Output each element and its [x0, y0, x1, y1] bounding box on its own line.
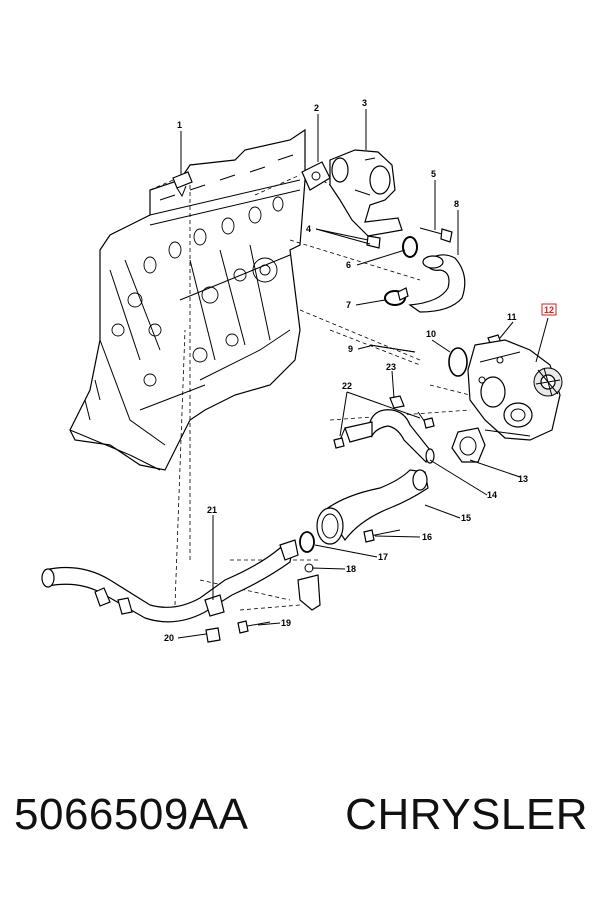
part-6-o-ring: [402, 236, 418, 258]
callout-8: 8: [454, 199, 459, 209]
callout-4: 4: [306, 224, 311, 234]
callout-5: 5: [431, 169, 436, 179]
part-5-bolt: [419, 227, 453, 243]
part-number: 5066509AA: [14, 790, 249, 839]
part-21-coolant-tube: [41, 539, 299, 623]
engine-block: [69, 128, 306, 471]
part-20-clip: [205, 627, 221, 643]
callout-7: 7: [346, 300, 351, 310]
part-2-gasket: [301, 161, 331, 191]
part-19-bolt: [237, 620, 271, 634]
callout-13: 13: [518, 474, 528, 484]
part-17-o-ring: [299, 531, 315, 553]
callout-11: 11: [507, 312, 517, 322]
callout-18: 18: [346, 564, 356, 574]
part-16-bolt: [363, 529, 401, 543]
part-23-nut: [389, 395, 405, 409]
callout-17: 17: [378, 552, 388, 562]
part-7-hose-clamp: [384, 287, 409, 306]
part-1-plug: [172, 171, 193, 198]
footer: 5066509AA CHRYSLER: [0, 790, 600, 870]
callout-19: 19: [281, 618, 291, 628]
part-15-lower-hose: [316, 469, 429, 545]
part-4-bolts: [329, 231, 381, 249]
callout-9: 9: [348, 344, 353, 354]
brand-name: CHRYSLER: [345, 790, 588, 839]
callout-12: 12: [544, 305, 554, 315]
callout-6: 6: [346, 260, 351, 270]
part-8-hose: [408, 254, 466, 313]
part-14-bypass-pipe: [344, 409, 435, 464]
part-18-bracket: [297, 563, 321, 611]
callout-23: 23: [386, 362, 396, 372]
callout-21: 21: [207, 505, 217, 515]
callout-labels: 1 2 3 4 5 6 7 8 9 10 11 12 13 14 15 16 1…: [164, 98, 557, 643]
callout-14: 14: [487, 490, 497, 500]
part-9-dowel: [369, 344, 416, 353]
leader-lines: [177, 109, 549, 639]
callout-12-highlight-box: [541, 303, 557, 316]
part-22-bolts: [333, 411, 435, 449]
part-13-pump-gasket: [451, 427, 486, 463]
exploded-parts-diagram: 1 2 3 4 5 6 7 8 9 10 11 12 13 14 15 16 1…: [41, 98, 563, 643]
callout-16: 16: [422, 532, 432, 542]
callout-10: 10: [426, 329, 436, 339]
part-3-thermostat-housing: [329, 149, 403, 237]
alignment-lines: [149, 169, 471, 611]
callout-20: 20: [164, 633, 174, 643]
part-10-gasket: [448, 347, 468, 377]
callout-22: 22: [342, 381, 352, 391]
callout-2: 2: [314, 103, 319, 113]
callout-1: 1: [177, 120, 182, 130]
part-12-water-pump: [467, 339, 563, 441]
callout-3: 3: [362, 98, 367, 108]
callout-15: 15: [461, 513, 471, 523]
